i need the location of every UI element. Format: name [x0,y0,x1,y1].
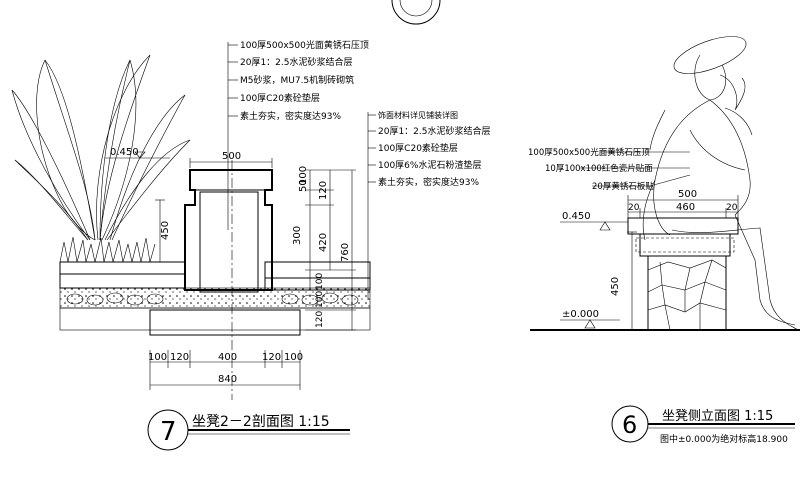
callout-soil-r: 素土夯实，密实度达93% [378,176,479,188]
flagstone-pattern [647,259,727,331]
elevation-ground: ±0.000 [562,309,599,320]
callout-coping: 100厚500x500光面黄锈石压顶 [240,39,369,51]
callout-brick: M5砂浆，MU7.5机制砖砌筑 [240,74,354,86]
callout-stone: 20厚黄锈石板贴 [592,181,654,192]
dim-r-20: 20 [628,203,640,213]
callout-finish: 饰面材料详见铺装详图 [378,110,458,120]
dim-r-500: 500 [678,189,697,200]
dim-v-100b: 100 [315,291,325,308]
elevation-note: 图中±0.000为绝对标高18.900 [660,433,788,445]
dim-v-50: 50 [298,179,309,192]
detail-marker-partial [391,0,441,25]
elevation-label: 0.450 [110,147,139,158]
section-title: 坐凳2－2剖面图 1:15 [192,414,330,430]
dim-b-100r: 100 [284,352,303,363]
detail-number-6: 6 [622,411,637,439]
seated-person-figure [642,36,799,331]
gravel-layer [59,287,371,309]
grass-icon [59,236,156,263]
dim-top: 500 [222,151,241,162]
callout-coping-r: 100厚500x500光面黄锈石压顶 [528,147,650,158]
dim-v-760: 760 [340,243,351,262]
section-2-2-drawing [11,42,376,451]
callout-soil: 素土夯实，密实度达93% [240,110,341,122]
dim-height-left: 450 [160,221,171,240]
dim-r-20b: 20 [726,203,738,213]
dim-r-460: 460 [676,202,695,213]
dim-b-100: 100 [148,352,167,363]
callout-mortar: 20厚1：2.5水泥砂浆结合层 [240,56,353,68]
dim-height-right: 450 [610,277,621,296]
dim-v-120b: 120 [315,311,325,328]
elevation-title: 坐凳侧立面图 1:15 [662,408,773,424]
dim-v-300: 300 [292,226,303,245]
elevation-top: 0.450 [562,211,591,222]
dim-b-400: 400 [218,352,237,363]
callout-gravel-r: 100厚6%水泥石粉渣垫层 [378,159,481,171]
dim-b-120r: 120 [262,352,281,363]
dim-total: 840 [218,374,237,385]
dim-v-420: 420 [318,233,329,252]
callout-mortar-r: 20厚1：2.5水泥砂浆结合层 [378,125,491,137]
bench-section [184,169,273,291]
callout-concrete-r: 100厚C20素砼垫层 [378,142,458,154]
detail-number: 7 [160,417,177,447]
banana-plant-icon [11,54,191,241]
callout-concrete: 100厚C20素砼垫层 [240,92,320,104]
dim-v-120: 120 [318,181,329,200]
dim-v-100: 100 [298,166,309,185]
dim-v-100c: 100 [315,273,325,290]
side-elevation-drawing [530,36,800,443]
bench-stone-base [647,255,727,331]
callout-tile: 10厚100x100红色瓷片贴面 [545,163,653,174]
dim-b-120: 120 [170,352,189,363]
